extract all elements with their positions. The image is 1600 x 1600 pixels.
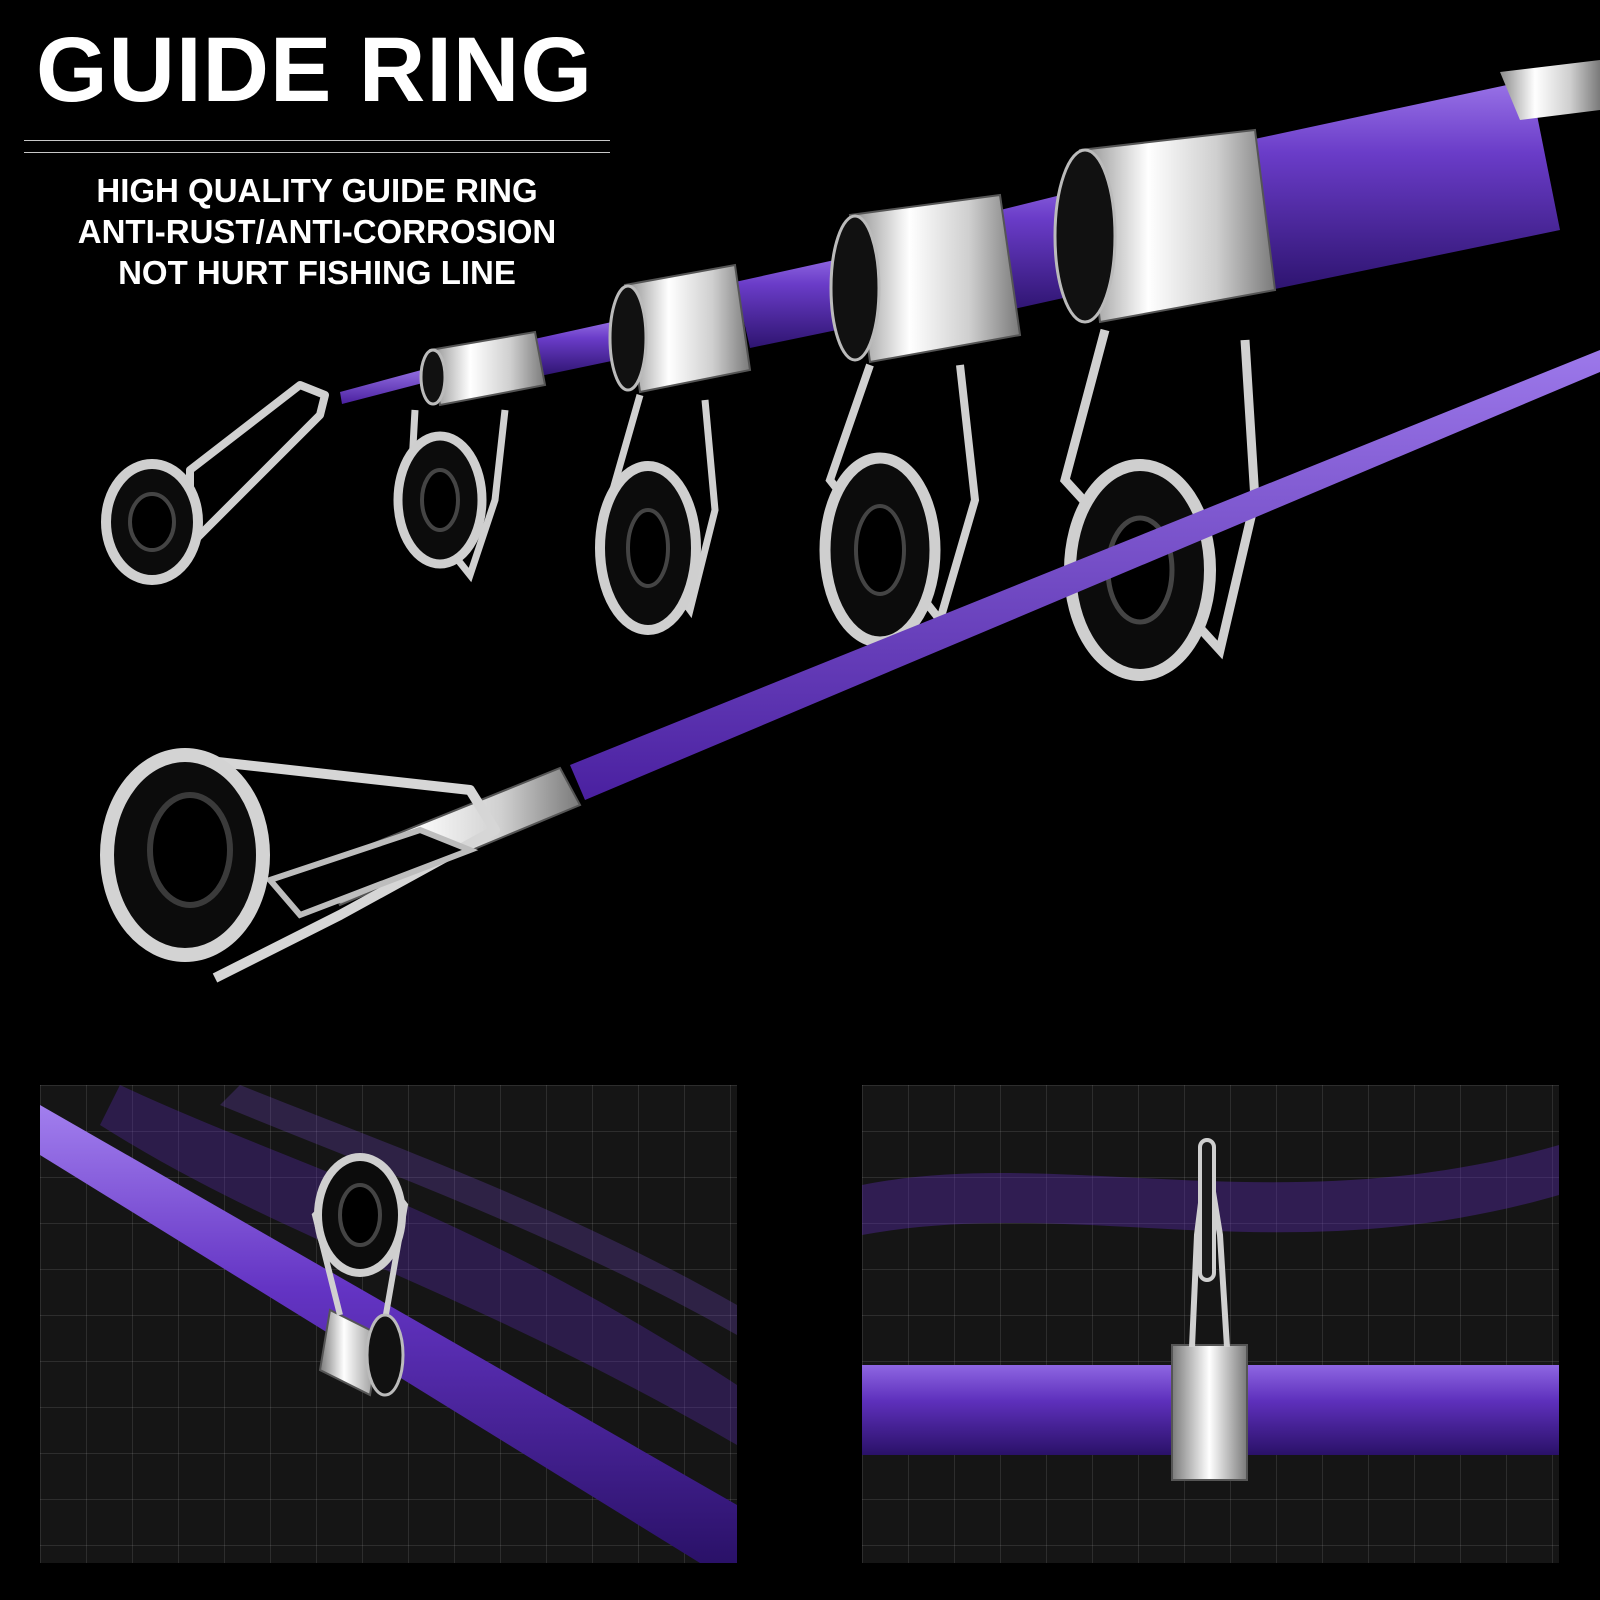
closeup-ferrule-band [1171,1344,1248,1481]
closeup-ferrule-opening [365,1313,405,1397]
guide-ring-3 [819,363,980,648]
guide-ring-2 [595,394,719,635]
rod-blank-section [100,350,1600,983]
guide-ring-1 [393,409,509,583]
tip-top-guide [101,381,329,585]
detail-panel-side [862,1085,1559,1563]
purple-smoke [100,1085,737,1445]
purple-smoke-2 [220,1085,737,1335]
ferrule-4-opening [1053,148,1117,324]
ferrule-3-opening [829,214,881,362]
rod-blank [570,350,1600,800]
ferrule-1-opening [419,348,447,406]
ferrule-1 [428,330,547,407]
feature-item-line-safe: NOT HURT FISHING LINE [118,254,516,291]
feature-item-quality: HIGH QUALITY GUIDE RING [96,172,538,209]
title-divider-bottom [24,152,610,153]
closeup-ferrule [318,1308,382,1397]
large-tip-top-insert [147,792,233,908]
tip-top-frame-inner [264,826,479,919]
closeup-side-guide-ring [1198,1138,1216,1282]
side-guide-closeup [862,1138,1559,1481]
guide-rings-row [101,328,1260,681]
telescopic-rod [340,60,1600,407]
ferrule-2-opening [608,284,648,392]
tip-top-frame [199,755,500,983]
angled-guide-closeup [40,1085,737,1563]
page-title: GUIDE RING [36,19,593,121]
feature-list: HIGH QUALITY GUIDE RING ANTI-RUST/ANTI-C… [24,170,610,293]
detail-panel-angled [40,1085,737,1563]
closeup-guide-insert [338,1183,382,1247]
feature-item-anti-rust: ANTI-RUST/ANTI-CORROSION [77,213,557,250]
title-divider-top [24,140,610,141]
rod-segment-1 [340,365,442,404]
rod-segment-5 [1250,80,1560,290]
ferrule-5 [1500,60,1600,120]
